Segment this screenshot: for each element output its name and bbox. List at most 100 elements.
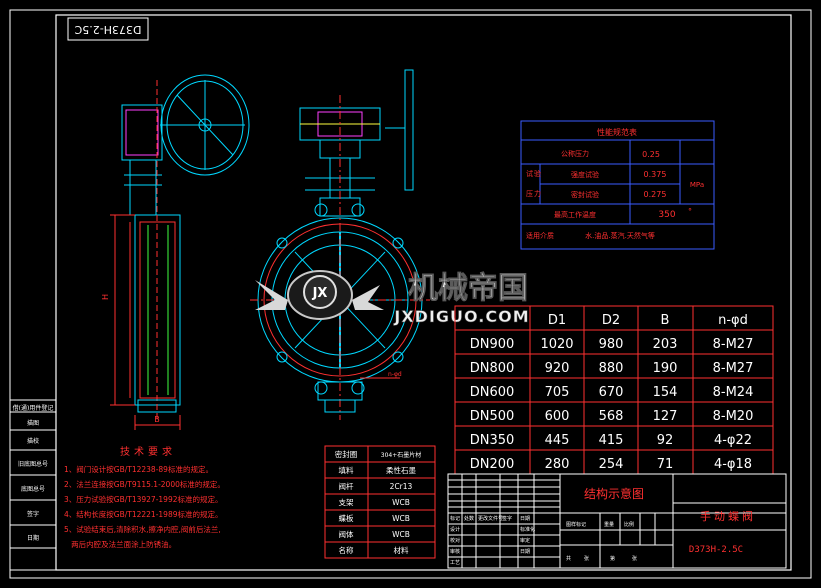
tech-item-1: 1、阀门设计按GB/T12238-89标准的规定。 [64,464,213,474]
tech-item-2: 2、法兰连接按GB/T9115.1-2000标准的规定。 [64,479,225,489]
tech-item-4: 4、结构长度按GB/T12221-1989标准的规定。 [64,509,223,519]
side-label-4: 底图总号 [21,485,45,493]
perf-seal-label: 密封试验 [571,190,599,199]
title-drawing-name: 结构示意图 [584,486,644,501]
tb-col: 比例 [624,521,634,528]
watermark-url: JXDIGUO.COM [393,307,529,326]
tech-item-3: 3、压力试验按GB/T13927-1992标准的规定。 [64,494,223,504]
perf-medium-label: 适用介质 [526,231,554,240]
dim-cell: 8-M27 [713,337,754,352]
tech-item-6: 两后内腔及法兰面涂上防锈油。 [64,539,176,549]
dim-cell: 670 [599,385,624,400]
dim-cell: 8-M24 [713,385,754,400]
dim-cell: 980 [599,337,624,352]
perf-maxtemp-unit: ° [688,207,692,216]
tb-label: 标记 [450,515,460,522]
title-block: 结构示意图 手动蝶阀 D373H-2.5C 标记 处数 更改文件号 签字 日期 … [447,473,787,569]
mat-value: 材料 [394,545,409,555]
tb-col: 张 [584,555,589,562]
dim-cell: 705 [545,385,570,400]
dim-header-d2: D2 [602,313,620,328]
side-dim-b: B [154,415,160,424]
perf-test-char-1: 验 [534,169,541,178]
mat-name: 阀体 [339,529,354,539]
dim-cell: 8-M27 [713,361,754,376]
dim-cell: 8-M20 [713,409,754,424]
tb-label: 工艺 [450,560,460,566]
tb-col: 重量 [604,521,614,528]
dim-cell: 568 [599,409,624,424]
perf-maxtemp-value: 350 [658,210,675,220]
dim-cell: 203 [653,337,678,352]
perf-title: 性能规范表 [597,127,637,137]
side-label-0: 借(通)用件登记 [13,404,54,412]
side-view: H B [101,74,250,430]
tb-label: 签字 [502,515,512,522]
front-handwheel [404,69,414,191]
dimension-table: D1 D2 B n-φd DN900 1020 980 203 8-M27 DN… [454,305,774,475]
tb-col: 第 [610,555,615,562]
title-part-name: 手动蝶阀 [700,509,756,523]
dim-cell: 154 [653,385,678,400]
materials-table: 密封圈 304+石墨片材 填料 柔性石墨 阀杆 2Cr13 支架 WCB 蝶板 … [324,445,436,559]
tb-label: 日期 [520,516,530,522]
dim-cell: DN600 [470,385,515,400]
dim-cell: DN900 [470,337,515,352]
tech-item-5: 5、试验结束后,清除积水,擦净内腔,阀前后法兰, [64,524,221,534]
front-view: n-φd [250,69,430,420]
perf-seal-value: 0.275 [644,190,667,199]
dim-cell: 4-φ22 [714,433,752,448]
watermark: JX 机械帝国 JXDIGUO.COM [255,270,529,326]
mat-name: 支架 [339,497,354,507]
dim-cell: DN800 [470,361,515,376]
tb-col: 张 [632,555,637,562]
mat-value: 柔性石墨 [386,465,416,475]
dim-cell: 600 [545,409,570,424]
mat-value: WCB [392,514,410,523]
tb-label: 标准化 [520,526,535,533]
dim-cell: 880 [599,361,624,376]
dim-cell: 190 [653,361,678,376]
dim-header-nd: n-φd [718,313,748,328]
dim-cell: 71 [657,457,674,472]
dim-cell: 415 [599,433,624,448]
perf-strength-value: 0.375 [644,170,667,179]
dim-cell: 254 [599,457,624,472]
perf-unit: MPa [690,181,704,189]
dim-header-d1: D1 [548,313,566,328]
side-label-6: 日期 [27,534,39,542]
dim-cell: 920 [545,361,570,376]
tb-label: 校对 [450,537,460,544]
dim-cell: 1020 [540,337,573,352]
dim-cell: DN350 [470,433,515,448]
perf-test-char-3: 力 [534,189,541,198]
tech-requirements: 技术要求 1、阀门设计按GB/T12238-89标准的规定。 2、法兰连接按GB… [64,445,225,549]
tb-label: 处数 [464,515,474,522]
dim-cell: DN200 [470,457,515,472]
tb-col: 图样标记 [566,521,586,528]
perf-maxtemp-label: 最高工作温度 [554,210,596,219]
side-height-label: H [101,294,110,300]
side-label-3: 旧底图总号 [18,460,48,468]
title-drawing-number: D373H-2.5C [689,545,743,555]
mat-value: WCB [392,498,410,507]
rotated-code-box: D373H-2.5C [67,17,149,41]
perf-nominal-label: 公称压力 [561,149,589,158]
front-flange-label: n-φd [388,371,402,378]
watermark-wing-left [255,280,288,310]
side-label-2: 描校 [27,437,39,445]
mat-name: 阀杆 [339,481,354,491]
perf-strength-label: 强度试验 [571,170,599,179]
drawing-frame [55,14,792,571]
tb-label: 日期 [520,549,530,555]
mat-value: WCB [392,530,410,539]
dim-cell: 445 [545,433,570,448]
watermark-letters: JX [312,286,328,301]
mat-value: 304+石墨片材 [381,451,421,459]
mat-name: 填料 [339,465,354,475]
perf-test-char-2: 压 [526,190,533,198]
dim-cell: 4-φ18 [714,457,752,472]
dim-cell: 92 [657,433,674,448]
perf-medium-value: 水.油品.蒸汽.天然气等 [585,231,655,240]
